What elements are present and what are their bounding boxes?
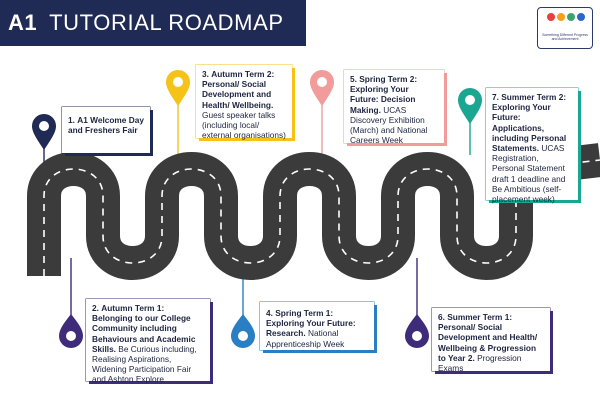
milestone-7: 7. Summer Term 2: Exploring Your Future:…: [486, 88, 578, 204]
pin-1-icon: [32, 114, 56, 150]
title-text: TUTORIAL ROADMAP: [49, 10, 284, 35]
college-logo: Something Different Progress and Achieve…: [537, 7, 593, 49]
title-banner: A1 TUTORIAL ROADMAP: [0, 0, 306, 46]
pin-3-icon: [166, 70, 190, 106]
milestone-4: 4. Spring Term 1: Exploring Your Future:…: [260, 302, 374, 350]
milestone-2: 2. Autumn Term 1: Belonging to our Colle…: [86, 299, 210, 384]
logo-mark: [547, 13, 585, 21]
road-centre-line: [43, 159, 600, 276]
pin-2-icon: [59, 314, 83, 348]
pin-7-icon: [458, 88, 482, 124]
pin-4-icon: [231, 314, 255, 348]
pin-6-icon: [405, 314, 429, 348]
milestone-6: 6. Summer Term 1: Personal/ Social Devel…: [432, 308, 550, 373]
milestone-1: 1. A1 Welcome Day and Freshers Fair: [62, 107, 150, 153]
logo-text: Something Different Progress and Achieve…: [542, 33, 588, 41]
milestone-5: 5. Spring Term 2: Exploring Your Future:…: [344, 70, 444, 145]
title-bold: A1: [8, 10, 38, 35]
pin-5-icon: [310, 70, 334, 106]
milestone-3: 3. Autumn Term 2: Personal/ Social Devel…: [196, 65, 292, 140]
